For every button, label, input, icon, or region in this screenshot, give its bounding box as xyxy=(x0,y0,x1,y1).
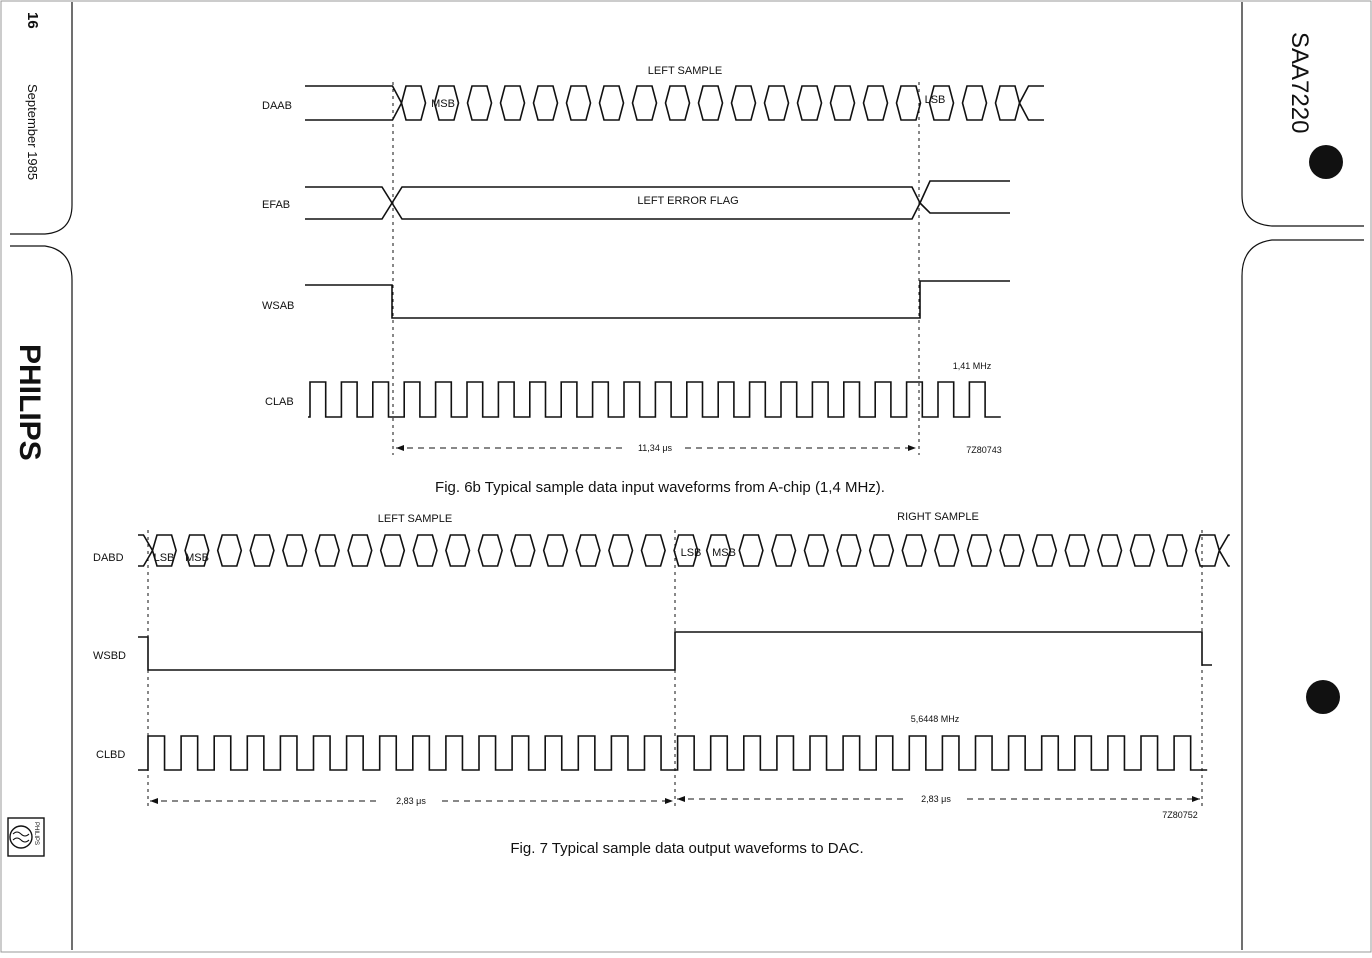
signal-label-wsab: WSAB xyxy=(262,300,294,312)
figure-reference-7: 7Z80752 xyxy=(1162,810,1198,820)
right-sample-label-fig7: RIGHT SAMPLE xyxy=(897,511,979,523)
fig6b-caption: Fig. 6b Typical sample data input wavefo… xyxy=(435,479,885,496)
duration-label: 11,34 μs xyxy=(638,443,673,453)
dabd-lsb-label-right: LSB xyxy=(681,547,702,559)
daab-waveform xyxy=(305,85,1044,121)
fig7-caption: Fig. 7 Typical sample data output wavefo… xyxy=(510,840,863,857)
figure-reference-6b: 7Z80743 xyxy=(966,445,1002,455)
wsab-waveform xyxy=(305,280,1010,319)
brand-text: PHILIPS xyxy=(13,344,46,461)
duration-arrow xyxy=(396,445,916,451)
dabd-lsb-label-left: LSB xyxy=(154,552,175,564)
dabd-waveform xyxy=(138,534,1230,567)
duration-arrow-right xyxy=(677,796,1200,802)
signal-label-daab: DAAB xyxy=(262,100,292,112)
left-sample-label: LEFT SAMPLE xyxy=(648,65,722,77)
margin-tab-right-top xyxy=(1241,2,1364,227)
efab-waveform xyxy=(305,180,1010,220)
clab-frequency-label: 1,41 MHz xyxy=(953,361,992,371)
left-margin: 16 September 1985 PHILIPS PHILIPS xyxy=(7,2,73,950)
margin-tab-bottom xyxy=(10,245,73,950)
page-number: 16 xyxy=(24,12,41,29)
clbd-pulses xyxy=(138,735,1208,771)
signal-label-wsbd: WSBD xyxy=(93,650,126,662)
part-number: SAA7220 xyxy=(1286,32,1313,133)
date-text: September 1985 xyxy=(25,84,40,180)
left-sample-label-fig7: LEFT SAMPLE xyxy=(378,513,452,525)
fig6b-diagram: DAAB EFAB WSAB CLAB LEFT SAMPLE MSB LSB … xyxy=(262,65,1044,496)
clab-pulses xyxy=(308,381,1001,418)
margin-tab-top xyxy=(10,2,73,235)
margin-tab-right-bottom xyxy=(1241,239,1364,950)
duration-arrow-left xyxy=(150,798,673,804)
signal-label-clab: CLAB xyxy=(265,396,294,408)
daab-bit-cells xyxy=(305,85,1044,121)
duration-label-left: 2,83 μs xyxy=(396,796,426,806)
dabd-msb-label-right: MSB xyxy=(712,547,736,559)
dabd-msb-label-left: MSB xyxy=(185,552,209,564)
dabd-bit-cells xyxy=(138,534,1230,567)
fig7-diagram: DABD WSBD CLBD LEFT SAMPLE RIGHT SAMPLE … xyxy=(93,511,1230,857)
clbd-frequency-label: 5,6448 MHz xyxy=(911,714,960,724)
logo-wordmark: PHILIPS xyxy=(33,822,39,845)
signal-label-dabd: DABD xyxy=(93,552,124,564)
duration-label-right: 2,83 μs xyxy=(921,794,951,804)
binder-hole-top xyxy=(1309,145,1343,179)
daab-msb-label: MSB xyxy=(431,98,455,110)
left-error-flag-label: LEFT ERROR FLAG xyxy=(637,195,738,207)
clbd-waveform xyxy=(138,735,1208,771)
binder-hole-bottom xyxy=(1306,680,1340,714)
right-margin: SAA7220 xyxy=(1241,2,1364,950)
signal-label-efab: EFAB xyxy=(262,199,290,211)
signal-label-clbd: CLBD xyxy=(96,749,125,761)
clab-waveform xyxy=(308,381,1001,418)
daab-lsb-label: LSB xyxy=(925,94,946,106)
philips-logo-icon: PHILIPS xyxy=(7,817,45,857)
